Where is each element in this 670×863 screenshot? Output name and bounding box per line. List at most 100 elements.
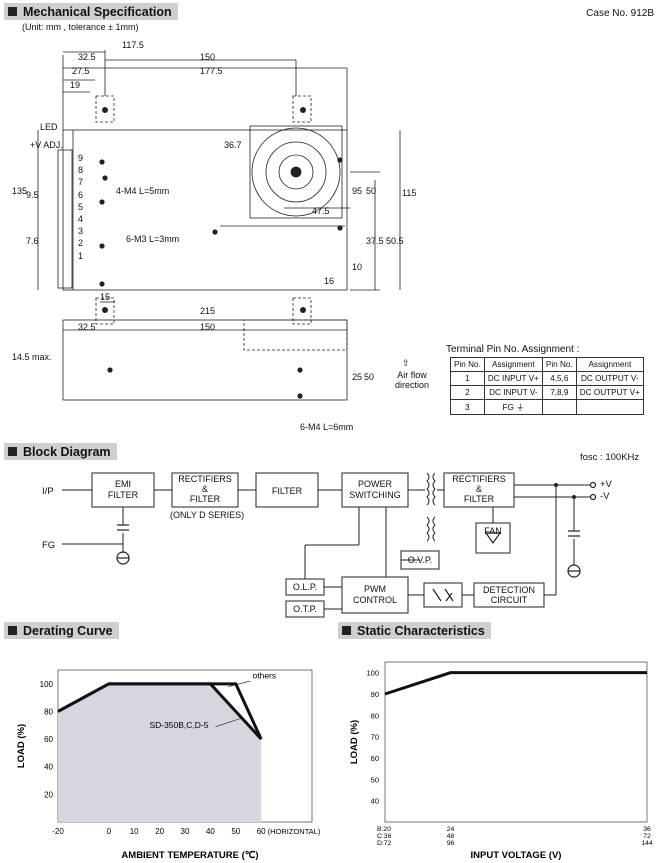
y-tick-label: 40 — [371, 797, 379, 806]
dim-side-50: 50 — [364, 372, 375, 382]
inductor-coil-icon — [426, 516, 430, 542]
y-tick-label: 60 — [44, 735, 53, 744]
mount-ear — [292, 95, 312, 123]
x-axis-label: AMBIENT TEMPERATURE (℃) — [121, 850, 258, 861]
y-tick-label: 90 — [371, 690, 379, 699]
bullet-square-icon — [8, 626, 17, 635]
bullet-square-icon — [8, 7, 17, 16]
unit-note: (Unit: mm , tolerance ± 1mm) — [22, 22, 139, 32]
fan-outline-side — [243, 319, 348, 351]
section-header-static: Static Characteristics — [338, 622, 491, 639]
dim-50: 50 — [366, 186, 377, 196]
y-tick-label: 50 — [371, 775, 379, 784]
bullet-square-icon — [8, 447, 17, 456]
dim-135: 135 — [12, 186, 28, 196]
mount-ear — [292, 297, 312, 325]
vminus-label: -V — [600, 491, 610, 502]
dim-16: 16 — [324, 276, 335, 286]
x-tick-label: 24 — [447, 826, 455, 833]
dim-15: 15 — [100, 292, 111, 302]
dim-36-7: 36.7 — [224, 140, 242, 150]
fan-ring — [265, 141, 327, 203]
dim-117-5: 117.5 — [122, 40, 144, 50]
series-line — [384, 671, 647, 696]
section-title: Mechanical Specification — [23, 4, 172, 19]
y-tick-label: 80 — [44, 707, 53, 716]
optocoupler-box — [423, 582, 463, 608]
olp-label: O.L.P. — [292, 582, 318, 592]
m4-screw-label: 4-M4 L=5mm — [116, 186, 170, 196]
rectifier1-label: RECTIFIERS&FILTER — [178, 474, 232, 504]
x-tick-label: -20 — [52, 827, 64, 836]
derating-area — [58, 683, 262, 822]
dim-32-5: 32.5 — [78, 52, 96, 62]
x-tick-label: 36 — [643, 826, 651, 833]
x-tick-suffix: (HORIZONTAL) — [268, 827, 321, 836]
m4-side-screw-label: 6-M4 L=6mm — [300, 422, 354, 432]
terminal-block — [57, 149, 73, 289]
series-label-others: others — [253, 670, 277, 680]
y-tick-label: 80 — [371, 711, 379, 720]
x-tick-label: 48 — [447, 833, 455, 840]
psu-body-side — [62, 319, 348, 401]
filter-label: FILTER — [271, 486, 303, 496]
fan-hub — [278, 154, 314, 190]
fan-icon — [251, 127, 341, 217]
table-header: Pin No. Assignment Pin No. Assignment — [450, 357, 644, 372]
x-tick-label: D:72 — [377, 840, 392, 847]
dim-7-6: 7.6 — [26, 236, 39, 246]
mount-ear — [95, 95, 115, 123]
leader-line — [215, 718, 241, 727]
series-label-sd350: SD-350B,C,D-5 — [149, 720, 208, 730]
section-title: Derating Curve — [23, 623, 113, 638]
airflow-arrow-icon: ⇧ — [402, 358, 410, 368]
y-axis-label: LOAD (%) — [349, 720, 360, 764]
terminal-table: Pin No. Assignment Pin No. Assignment 1 … — [450, 357, 644, 415]
transformer-coil-icon — [426, 472, 430, 506]
section-header-derating: Derating Curve — [4, 622, 119, 639]
x-tick-label: 60 — [257, 827, 266, 836]
fan-label: FAN — [484, 526, 502, 536]
section-header-block: Block Diagram — [4, 443, 117, 460]
x-tick-label: 50 — [231, 827, 240, 836]
terminal-pin-numbers: 9 8 7 6 5 4 3 2 1 — [78, 153, 84, 261]
dim-side-25: 25 — [352, 372, 363, 382]
section-header-mechanical: Mechanical Specification — [4, 3, 178, 20]
rectifier2-label: RECTIFIERS&FILTER — [452, 474, 506, 504]
y-axis-label: LOAD (%) — [16, 724, 27, 768]
dim-9-5: 9.5 — [26, 190, 39, 200]
fan-blade-icon — [484, 532, 502, 545]
fan-frame — [249, 125, 343, 219]
inductor-coil-icon — [432, 516, 436, 542]
table-row: 1 DC INPUT V+ 4,5,6 DC OUTPUT V- — [450, 371, 644, 386]
vplus-label: +V — [600, 479, 612, 490]
x-axis-label: INPUT VOLTAGE (V) — [471, 850, 562, 861]
bullet-square-icon — [342, 626, 351, 635]
mount-ear — [95, 297, 115, 325]
dim-10: 10 — [352, 262, 363, 272]
dim-95: 95 — [352, 186, 363, 196]
terminal-title: Terminal Pin No. Assignment : — [446, 344, 580, 355]
y-tick-label: 100 — [366, 669, 379, 678]
dim-side-150: 150 — [200, 322, 216, 332]
fosc-label: fosc : 100KHz — [580, 452, 640, 463]
dim-37-5: 37.5 — [366, 236, 384, 246]
optocoupler-icon — [432, 588, 454, 602]
plot-frame — [384, 661, 648, 823]
table-row: 2 DC INPUT V- 7,8,9 DC OUTPUT V+ — [450, 385, 644, 400]
dim-115: 115 — [402, 188, 417, 198]
section-title: Static Characteristics — [357, 623, 485, 638]
dim-side-32-5: 32.5 — [78, 322, 96, 332]
y-tick-label: 70 — [371, 733, 379, 742]
table-row: 3 FG ⏚ — [450, 399, 644, 415]
dim-27-5: 27.5 — [72, 66, 90, 76]
m3-screw-label: 6-M3 L=3mm — [126, 234, 180, 244]
ip-label: I/P — [42, 486, 54, 497]
